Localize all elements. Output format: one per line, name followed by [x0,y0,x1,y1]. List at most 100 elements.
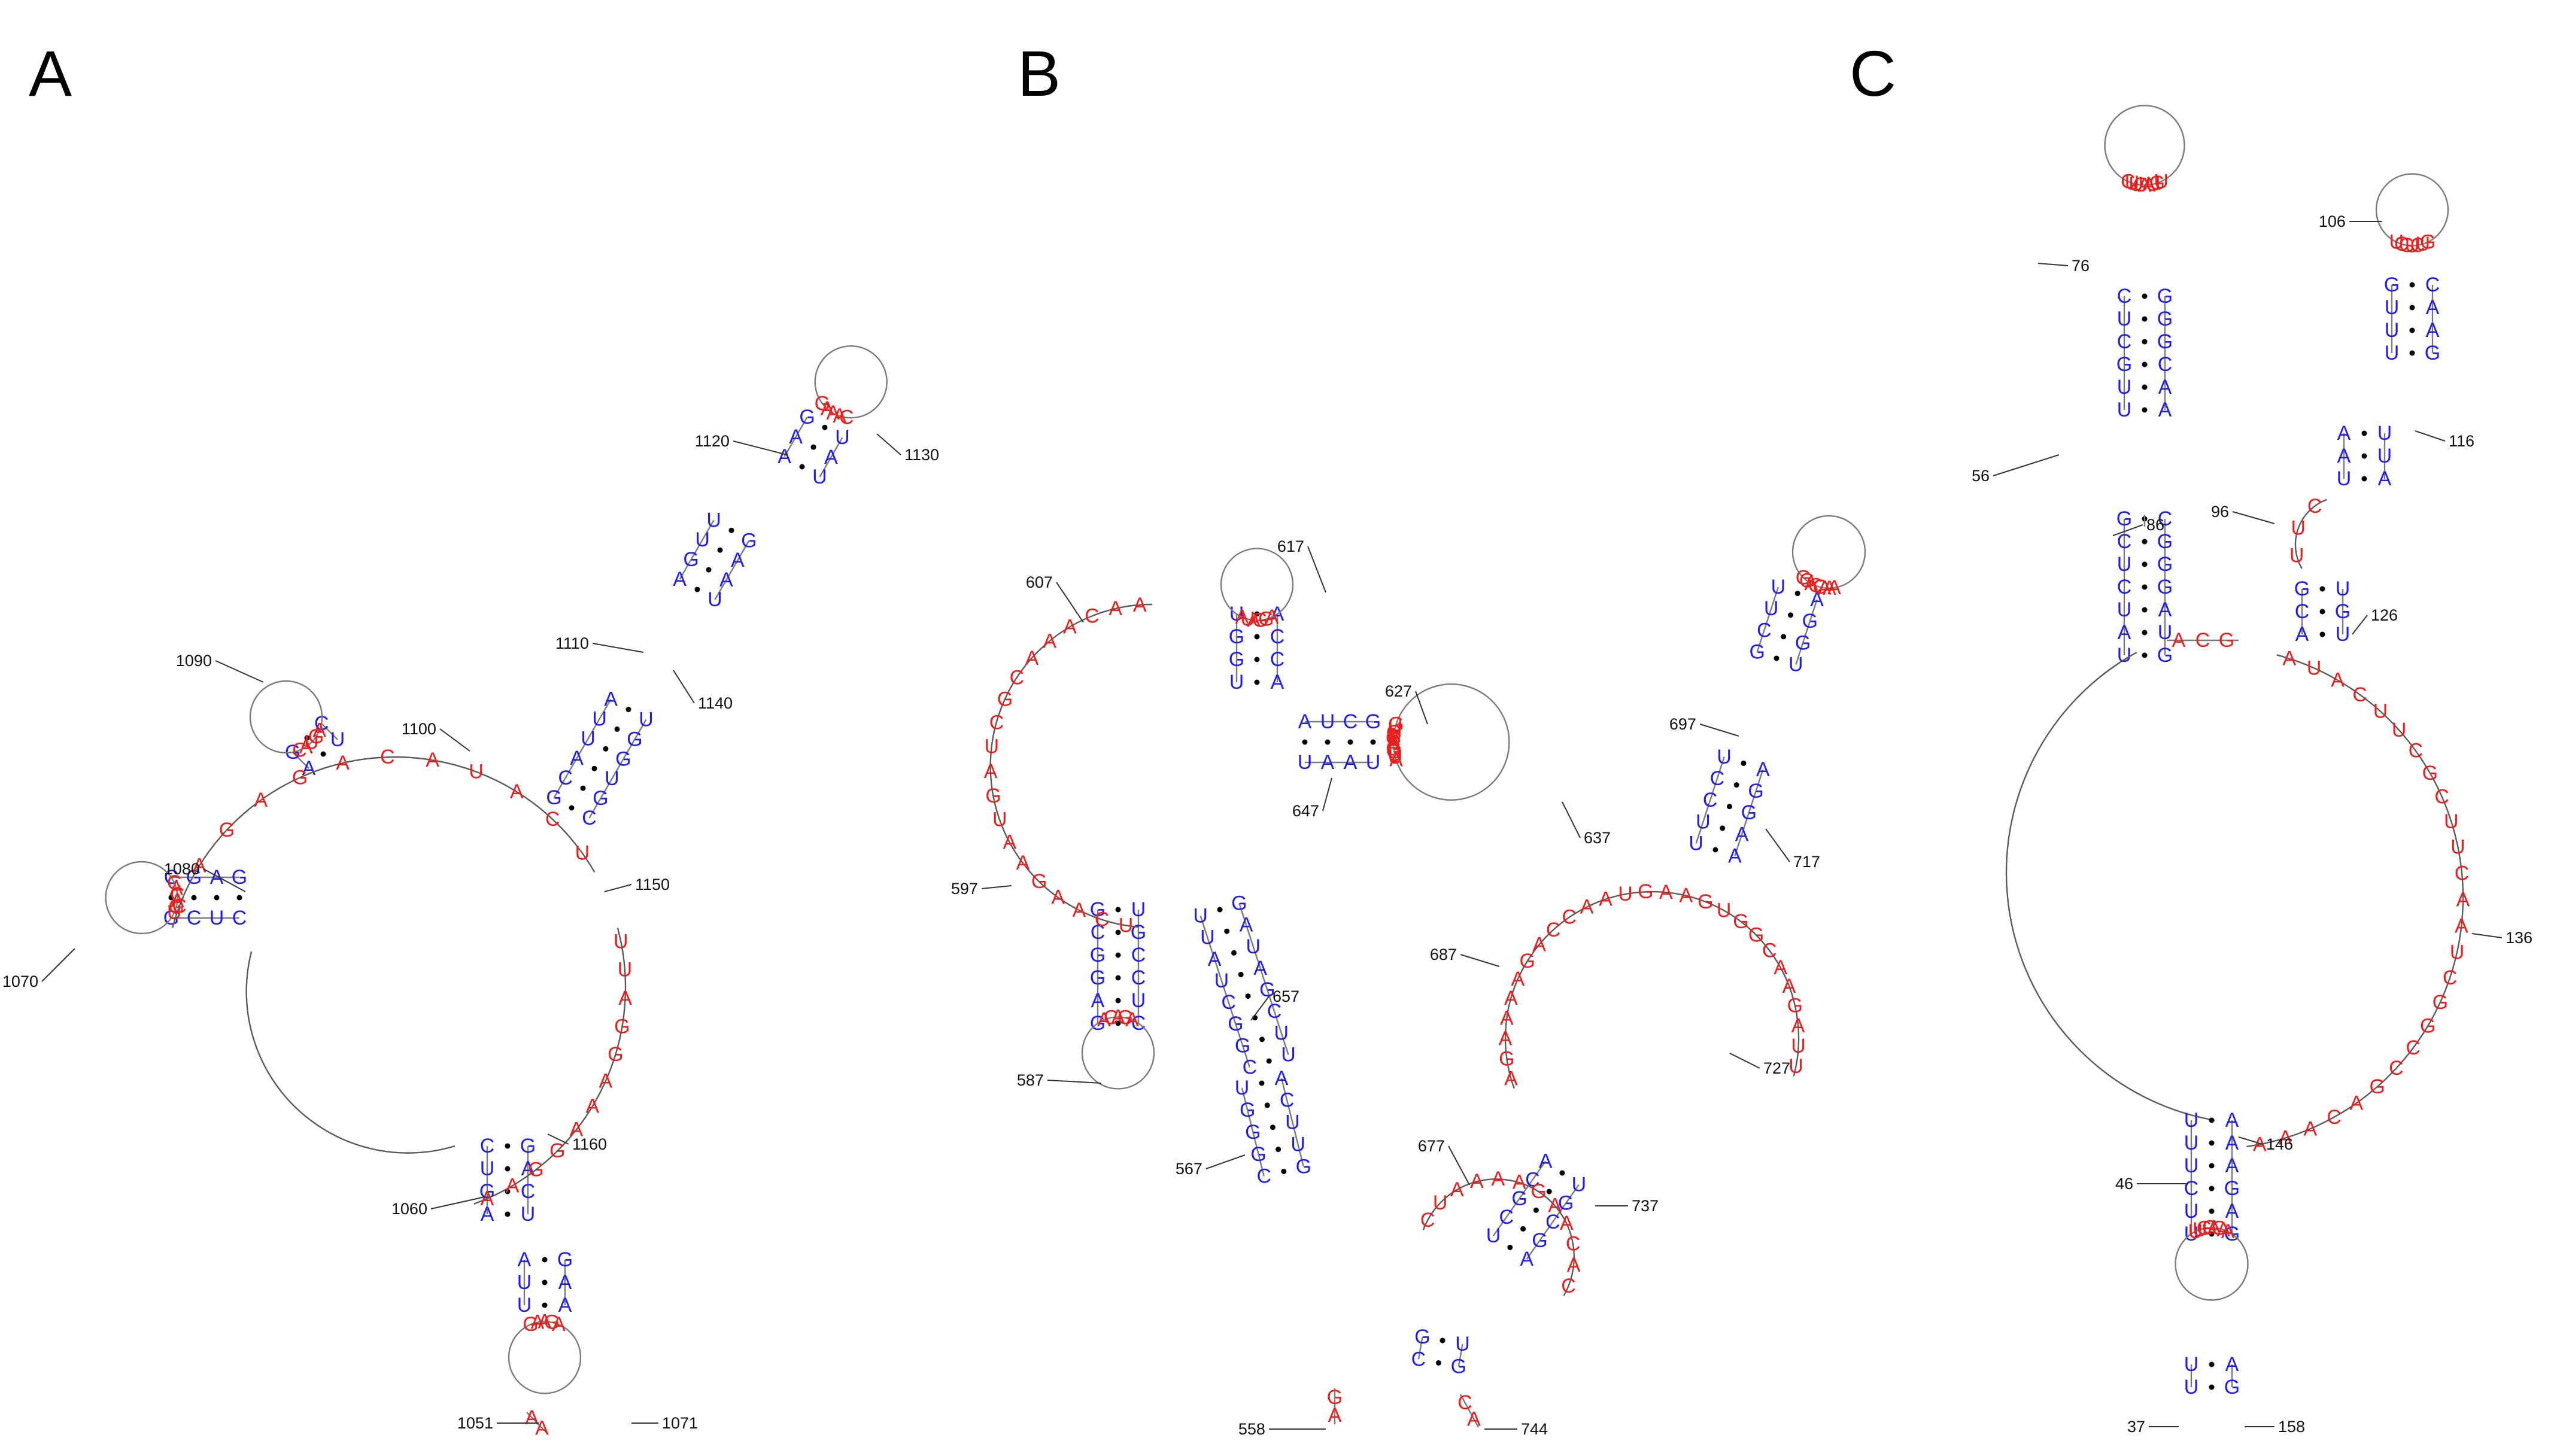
stem-b9-base-left: U [1455,1333,1470,1355]
multiloop-c-right-base: C [2409,740,2424,762]
interior-loop-b-right-base: A [1680,884,1693,907]
hairpin-b-left-backbone [1081,1016,1155,1090]
stem-b8-bond [1774,655,1779,661]
stem-b3-bond [1238,971,1244,977]
stem-c5-base-right: U [2336,623,2351,646]
stem-b7-strand-5prime [1695,756,1725,844]
interior-loop-b-bottom-base: C [1561,1275,1576,1297]
hairpin-c-right-base: U [2405,235,2420,257]
interior-loop-b-bottom-base: A [1548,1194,1562,1217]
position-717: 717 [1793,853,1820,871]
position-126-leader [2352,615,2368,635]
multiloop-c-right-base: U [2307,657,2322,680]
hairpin-c-left-base: U [2125,172,2140,194]
tail-b-5prime-base: G [1327,1386,1343,1409]
position-1150-leader [604,884,632,892]
multiloop-b-left-base: A [1133,594,1147,616]
stem-b3-base-right: U [1200,926,1215,949]
stem-b10-bond [1281,1169,1287,1174]
multiloop-c-right-base: G [2433,991,2448,1014]
position-1051: 1051 [457,1414,493,1432]
stem-c6-base-right: U [2184,1154,2199,1177]
interior-loop-b-bottom-base: A [1560,1212,1574,1235]
stem-b1-bond [1115,998,1121,1004]
stem-c2-base-left: U [2117,598,2132,621]
multiloop-b-left-base: C [1085,604,1100,627]
stem-b6-base-left: A [1520,1248,1533,1270]
hairpin-b-top-right-base: G [1386,721,1402,744]
stem-b3-base-left: G [1231,892,1247,915]
position-697: 697 [1669,715,1696,733]
stem-c2-base-right: C [2158,507,2173,530]
position-607: 607 [1026,573,1053,591]
stem-b6-bond [1520,1226,1526,1232]
stem-c3-bond [2409,350,2415,356]
multiloop-c-right-base: A [2253,1133,2267,1156]
stem-b5-bond [1302,739,1308,745]
stem-b8-base-left: C [1757,619,1772,642]
stem-c4-base-left: A [2337,445,2351,467]
position-697-leader [1699,724,1739,737]
interior-loop-b-right-base: G [1499,1047,1514,1070]
stem-a5-base-right: G [627,728,642,750]
stem-c6-bond [2209,1163,2215,1169]
stem-b2-bond [1254,611,1260,617]
hairpin-c-bottom-base: G [2197,1217,2212,1240]
stem-c3-base-right: C [2425,273,2440,296]
hairpin-a-bottom-backbone [508,1321,582,1394]
stem-b10-base-left: A [1275,1067,1289,1090]
stem-b6-bond [1507,1245,1513,1250]
stem-a7-base-right: U [517,1271,532,1294]
stem-a4-strand-5prime [292,752,309,769]
stem-c3-base-left: U [2385,342,2400,364]
multiloop-a-right-base: A [506,1174,520,1197]
stem-b7-base-left: C [1710,767,1725,790]
multiloop-b-left-loop-line [989,603,1153,928]
multiloop-a-right-loop-line [473,928,627,1205]
multiloop-b-left-base: C [1095,908,1110,931]
multiloop-a-upper-base: A [254,789,268,811]
position-1100-leader [439,728,470,752]
position-116-leader [2415,430,2446,442]
stem-b10-base-left: C [1280,1089,1295,1112]
interior-loop-b-bottom-base: G [1530,1180,1546,1203]
stem-a8-base-right: A [824,446,838,469]
stem-c5-bond [2319,609,2325,615]
position-1080: 1080 [164,860,200,878]
stem-b6-base-right: G [1511,1187,1527,1210]
multiloop-a-upper-base: C [380,746,395,768]
interior-loop-b-bottom-base: A [1491,1168,1505,1190]
stem-c1-bond [2142,407,2148,413]
stem-b1-bond [1115,929,1121,935]
stem-b3-base-right: C [1243,1056,1258,1079]
stem-c2-bond [2142,584,2148,590]
stem-b10-base-right: G [1240,1099,1255,1121]
stem-a1-base-left: G [520,1135,536,1157]
stem-b6-base-left: G [1558,1192,1574,1215]
interior-loop-b-right-base: C [1546,919,1561,941]
stem-b6-strand-3prime [1492,1160,1547,1236]
hairpin-a-top-right-base: A [821,397,834,420]
hairpin-a-left-base: C [167,871,182,894]
interior-loop-b-right-base: G [1787,994,1803,1017]
multiloop-a-right-base: G [549,1139,565,1162]
hairpin-c-left-base: A [2142,174,2156,196]
multiloop-c-right-base: A [2455,915,2468,938]
hairpin-b-top-right-base: A [1387,729,1401,752]
multiloop-a-right-base: A [570,1118,584,1141]
stem-c1-bond [2142,339,2148,345]
stem-c4-base-left: U [2337,467,2352,490]
hairpin-b-top-small-base: G [1258,608,1274,631]
stem-c4-bond [2361,430,2367,436]
hairpin-a-top-left-base: G [308,725,324,748]
stem-b5-base-right: A [1321,751,1335,774]
multiloop-b-left-base: A [1109,597,1122,620]
position-627: 627 [1385,682,1412,700]
hairpin-c-left-base: C [2133,174,2148,196]
position-146: 146 [2266,1135,2293,1153]
multiloop-b-left-base: C [1010,667,1025,689]
interior-loop-b-bottom-base: A [1567,1254,1581,1276]
stem-b7-base-left: U [1689,832,1703,855]
hairpin-a-bottom-base: G [523,1313,538,1336]
